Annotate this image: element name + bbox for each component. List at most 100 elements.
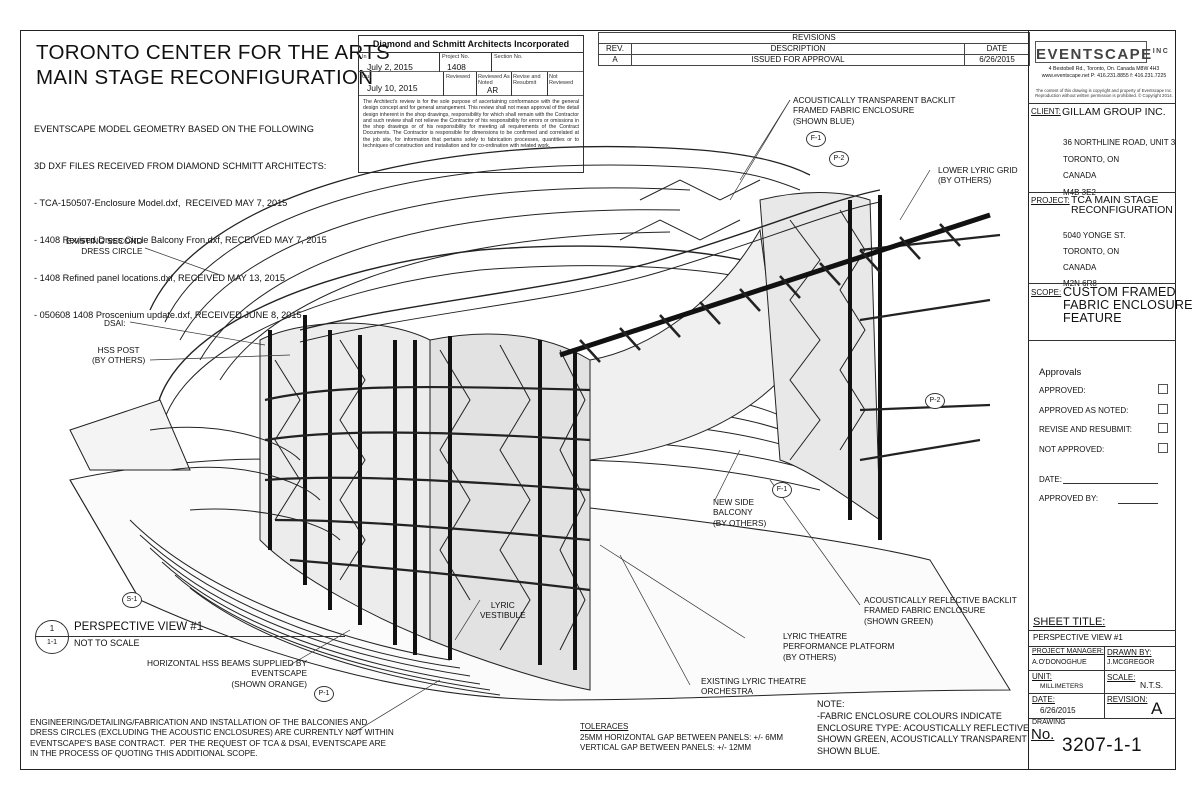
divider bbox=[1028, 693, 1176, 694]
approval-date-field[interactable] bbox=[1063, 483, 1158, 484]
label-orchestra: EXISTING LYRIC THEATRE ORCHESTRA bbox=[701, 676, 807, 697]
sheet-title: PERSPECTIVE VIEW #1 bbox=[1033, 633, 1123, 642]
revise-resubmit-checkbox[interactable] bbox=[1158, 423, 1168, 433]
panel-line bbox=[439, 349, 471, 601]
divider bbox=[1104, 646, 1105, 718]
stamp-row-out bbox=[359, 72, 583, 96]
stamp-out-label: Out bbox=[362, 74, 371, 80]
hss-beam bbox=[289, 558, 591, 592]
label-acoustic-reflective: ACOUSTICALLY REFLECTIVE BACKLIT FRAMED F… bbox=[864, 595, 1017, 626]
address-line: CANADA bbox=[1063, 171, 1097, 180]
scope-text: CUSTOM FRAMED FABRIC ENCLOSURE FEATURE bbox=[1063, 286, 1193, 325]
scale-label: SCALE: bbox=[1107, 673, 1136, 682]
grid-strut bbox=[939, 223, 961, 247]
panel-line bbox=[499, 344, 531, 651]
divider bbox=[1028, 718, 1176, 719]
scope-label: SCOPE: bbox=[1031, 288, 1062, 297]
seating-row bbox=[139, 534, 461, 669]
enclosure-panel bbox=[759, 192, 881, 521]
approval-date-label: DATE: bbox=[1039, 475, 1062, 484]
grid-strut bbox=[579, 339, 601, 363]
view-tag-sheet: 1-1 bbox=[46, 639, 58, 646]
balcony-plate bbox=[69, 399, 191, 471]
stamp-row-in bbox=[359, 52, 583, 72]
label-lower-lyric-grid: LOWER LYRIC GRID (BY OTHERS) bbox=[938, 165, 1018, 186]
balcony-front bbox=[154, 245, 781, 431]
grid-strut bbox=[619, 327, 641, 351]
seating-row bbox=[189, 587, 501, 696]
seating-row bbox=[174, 574, 491, 691]
leader-line bbox=[454, 599, 481, 641]
stamp-in-date: July 2, 2015 bbox=[367, 62, 413, 72]
divider bbox=[443, 72, 444, 96]
source-note: - 050608 1408 Proscenium update.dxf, REC… bbox=[34, 309, 302, 320]
contact-line: www.eventscape.net P: 416.231.8855 f: 41… bbox=[1041, 73, 1167, 79]
revision-date: 6/26/2015 bbox=[964, 54, 1030, 66]
company-logo: EVENTSCAPEINC bbox=[1035, 41, 1168, 63]
panel-line bbox=[619, 219, 741, 241]
seating-row bbox=[129, 519, 451, 661]
drawing-number: 3207-1-1 bbox=[1062, 735, 1143, 756]
hss-beam bbox=[264, 476, 591, 492]
not-approved-checkbox[interactable] bbox=[1158, 443, 1168, 453]
client-name: GILLAM GROUP INC. bbox=[1062, 106, 1166, 118]
label-performance-platform: LYRIC THEATRE PERFORMANCE PLATFORM (BY O… bbox=[783, 631, 895, 662]
stamp-initials: AR bbox=[487, 86, 499, 95]
logo-text: EVENTSCAPE bbox=[1036, 46, 1153, 63]
project-name-line: RECONFIGURATION bbox=[1071, 204, 1173, 216]
divider bbox=[1028, 630, 1176, 631]
hss-beam bbox=[264, 385, 591, 402]
leader-line bbox=[144, 247, 221, 276]
divider bbox=[1028, 646, 1176, 647]
logo-suffix: INC bbox=[1152, 48, 1170, 55]
tolerances-title: TOLERACES bbox=[580, 722, 629, 731]
label-horizontal-beams: HORIZONTAL HSS BEAMS SUPPLIED BY EVENTSC… bbox=[147, 658, 307, 689]
stamp-reviewed-label: Reviewed bbox=[446, 74, 471, 80]
callout-tag: P-2 bbox=[925, 393, 945, 409]
label-acoustic-transparent: ACOUSTICALLY TRANSPARENT BACKLIT FRAMED … bbox=[793, 95, 956, 126]
edge-line bbox=[69, 479, 141, 601]
company-address: 4 Bestobell Rd., Toronto, On. Canada M8W… bbox=[1034, 66, 1174, 80]
view-tag-circle: 1 1-1 bbox=[35, 620, 69, 654]
stamp-section-no-label: Section No. bbox=[494, 54, 523, 60]
leader-line bbox=[729, 99, 791, 201]
leader-line bbox=[899, 169, 931, 221]
leader-line bbox=[714, 449, 741, 501]
title-line-1: TORONTO CENTER FOR THE ARTS bbox=[36, 41, 390, 64]
hss-beam bbox=[859, 298, 991, 322]
dress-circle-arc bbox=[149, 145, 811, 311]
approved-by-field[interactable] bbox=[1118, 503, 1158, 504]
source-note: - 1408 Revised Dress Circle Balcony Fron… bbox=[34, 235, 327, 246]
drawn-by-label: DRAWN BY: bbox=[1107, 648, 1152, 657]
approval-option-label: REVISE AND RESUBMIT: bbox=[1039, 425, 1132, 434]
dress-circle-arc bbox=[219, 231, 671, 381]
seating-row bbox=[149, 547, 471, 677]
grid-strut bbox=[699, 301, 721, 325]
callout-tag: P-1 bbox=[314, 686, 334, 702]
leader-line bbox=[129, 321, 266, 346]
page-title: TORONTO CENTER FOR THE ARTS MAIN STAGE R… bbox=[36, 40, 390, 90]
date-label: DATE: bbox=[1032, 695, 1055, 704]
view-title: PERSPECTIVE VIEW #1 bbox=[74, 621, 204, 633]
revision-description: ISSUED FOR APPROVAL bbox=[631, 54, 965, 66]
revisions-table: REVISIONS REV. DESCRIPTION DATE A ISSUED… bbox=[598, 32, 1030, 66]
address-line: TORONTO, ON bbox=[1063, 247, 1120, 256]
note-text: -FABRIC ENCLOSURE COLOURS INDICATE ENCLO… bbox=[817, 711, 1030, 756]
dress-circle-arc bbox=[199, 209, 681, 361]
hss-beam bbox=[264, 431, 591, 442]
divider bbox=[476, 72, 477, 96]
approval-option-label: APPROVED: bbox=[1039, 386, 1086, 395]
balcony-front bbox=[159, 265, 776, 446]
revision-label: REVISION: bbox=[1107, 695, 1148, 704]
source-note: EVENTSCAPE MODEL GEOMETRY BASED ON THE F… bbox=[34, 123, 314, 134]
divider bbox=[491, 52, 492, 72]
approved-as-noted-checkbox[interactable] bbox=[1158, 404, 1168, 414]
address-line: 4 Bestobell Rd., Toronto, On. Canada M8W… bbox=[1048, 66, 1160, 72]
approval-option-label: APPROVED AS NOTED: bbox=[1039, 406, 1129, 415]
stamp-not-reviewed-label: Not Reviewed bbox=[549, 74, 574, 86]
stair-edge bbox=[169, 466, 321, 501]
approval-option-label: NOT APPROVED: bbox=[1039, 445, 1105, 454]
engineering-note: ENGINEERING/DETAILING/FABRICATION AND IN… bbox=[30, 718, 394, 758]
approved-checkbox[interactable] bbox=[1158, 384, 1168, 394]
stamp-revise-label: Revise and Resubmit bbox=[513, 74, 541, 86]
